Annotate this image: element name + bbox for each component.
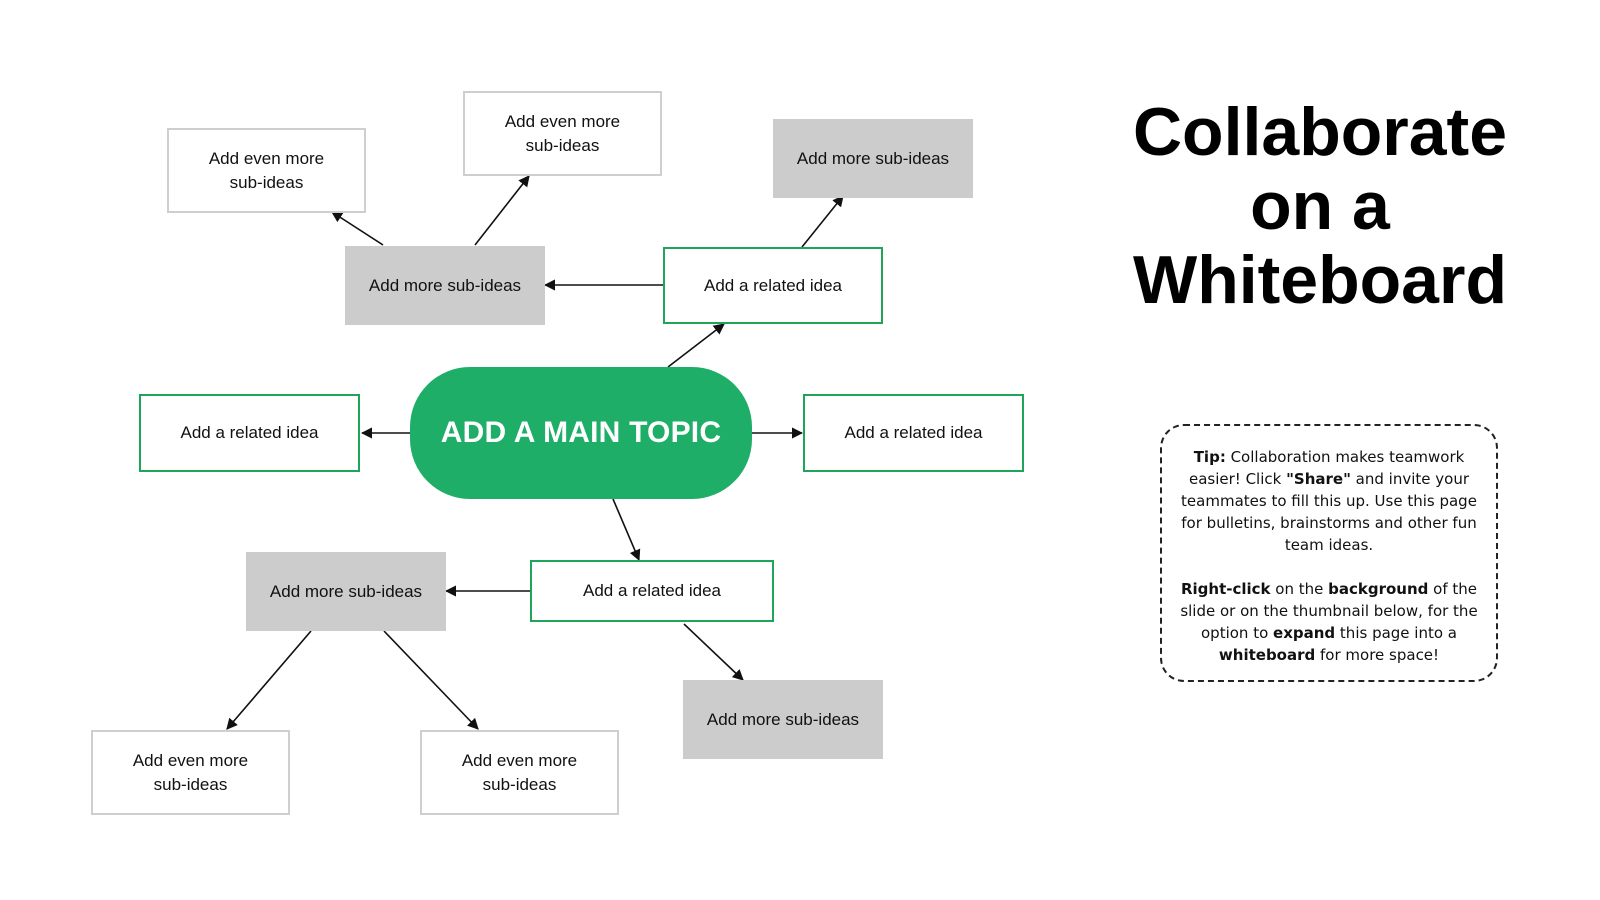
even-more-idea-bottom-a-line2: sub-ideas [153, 774, 228, 794]
related-idea-top[interactable]: Add a related idea [663, 247, 883, 324]
tip-share-keyword: "Share" [1286, 470, 1351, 488]
page-title: Collaborate on a Whiteboard [1120, 95, 1520, 317]
related-idea-bottom-label: Add a related idea [583, 581, 721, 600]
main-topic-node[interactable]: ADD A MAIN TOPIC [410, 367, 752, 499]
sub-idea-top-right[interactable]: Add more sub-ideas [773, 119, 973, 198]
related-idea-bottom[interactable]: Add a related idea [530, 560, 774, 622]
even-more-idea-top-b-line1: Add even more [504, 111, 621, 131]
sub-idea-bottom-left[interactable]: Add more sub-ideas [246, 552, 446, 631]
related-idea-right-label: Add a related idea [844, 423, 983, 442]
sub-idea-top-left[interactable]: Add more sub-ideas [345, 246, 545, 325]
sub-idea-top-right-label: Add more sub-ideas [796, 148, 950, 168]
arrow-sub-to-even-more-a [331, 211, 384, 246]
arrow-sub-to-even-more-d [383, 630, 479, 730]
sub-idea-top-left-label: Add more sub-ideas [368, 275, 522, 295]
even-more-idea-bottom-b-line1: Add even more [461, 750, 578, 770]
sub-idea-bottom-right[interactable]: Add more sub-ideas [683, 680, 883, 759]
sub-idea-bottom-right-label: Add more sub-ideas [706, 709, 860, 729]
even-more-idea-bottom-a[interactable]: Add even more sub-ideas [91, 730, 290, 815]
even-more-idea-top-b-line2: sub-ideas [525, 135, 600, 155]
page-title-line1: Collaborate [1132, 94, 1508, 170]
sub-idea-bottom-left-label: Add more sub-ideas [269, 581, 423, 601]
even-more-idea-bottom-a-line1: Add even more [132, 750, 249, 770]
tip-text-3: on the [1270, 580, 1329, 598]
tip-box: Tip: Collaboration makes teamwork easier… [1160, 424, 1498, 682]
arrow-sub-to-even-more-c [226, 630, 312, 730]
tip-label: Tip: [1193, 448, 1226, 466]
page-title-line2: on a [1250, 168, 1390, 244]
arrow-top-idea-to-sub-right [801, 195, 844, 248]
even-more-idea-top-a-line2: sub-ideas [229, 172, 304, 192]
page-title-line3: Whiteboard [1133, 242, 1507, 318]
arrow-main-to-bottom-idea [612, 498, 641, 562]
tip-text-6: for more space! [1315, 646, 1440, 664]
main-topic-label: ADD A MAIN TOPIC [440, 416, 722, 449]
related-idea-top-label: Add a related idea [704, 275, 842, 295]
tip-expand-keyword: expand [1273, 624, 1336, 642]
tip-paragraph-expand: Right-click on the background of the sli… [1180, 578, 1478, 666]
even-more-idea-top-a[interactable]: Add even more sub-ideas [167, 128, 366, 213]
tip-whiteboard-keyword: whiteboard [1218, 646, 1316, 664]
arrow-main-to-top-idea [667, 323, 725, 368]
arrow-sub-to-even-more-b [474, 175, 530, 246]
even-more-idea-bottom-b[interactable]: Add even more sub-ideas [420, 730, 619, 815]
tip-text-2: and invite your teammates to fill this u… [1181, 470, 1477, 554]
tip-text-4: of the slide or on the thumbnail below, … [1180, 580, 1478, 642]
tip-right-click-keyword: Right-click [1180, 580, 1271, 598]
related-idea-right[interactable]: Add a related idea [803, 394, 1024, 472]
tip-paragraph-share: Tip: Collaboration makes teamwork easier… [1180, 446, 1478, 556]
related-idea-left[interactable]: Add a related idea [139, 394, 360, 472]
arrow-bottom-idea-to-sub-right [683, 623, 744, 681]
tip-text-5: this page into a [1335, 624, 1457, 642]
even-more-idea-bottom-b-line2: sub-ideas [482, 774, 557, 794]
even-more-idea-top-b[interactable]: Add even more sub-ideas [463, 91, 662, 176]
related-idea-left-label: Add a related idea [180, 423, 319, 442]
tip-background-keyword: background [1328, 580, 1429, 598]
even-more-idea-top-a-line1: Add even more [208, 148, 325, 168]
tip-text-1: Collaboration makes teamwork easier! Cli… [1189, 448, 1465, 488]
